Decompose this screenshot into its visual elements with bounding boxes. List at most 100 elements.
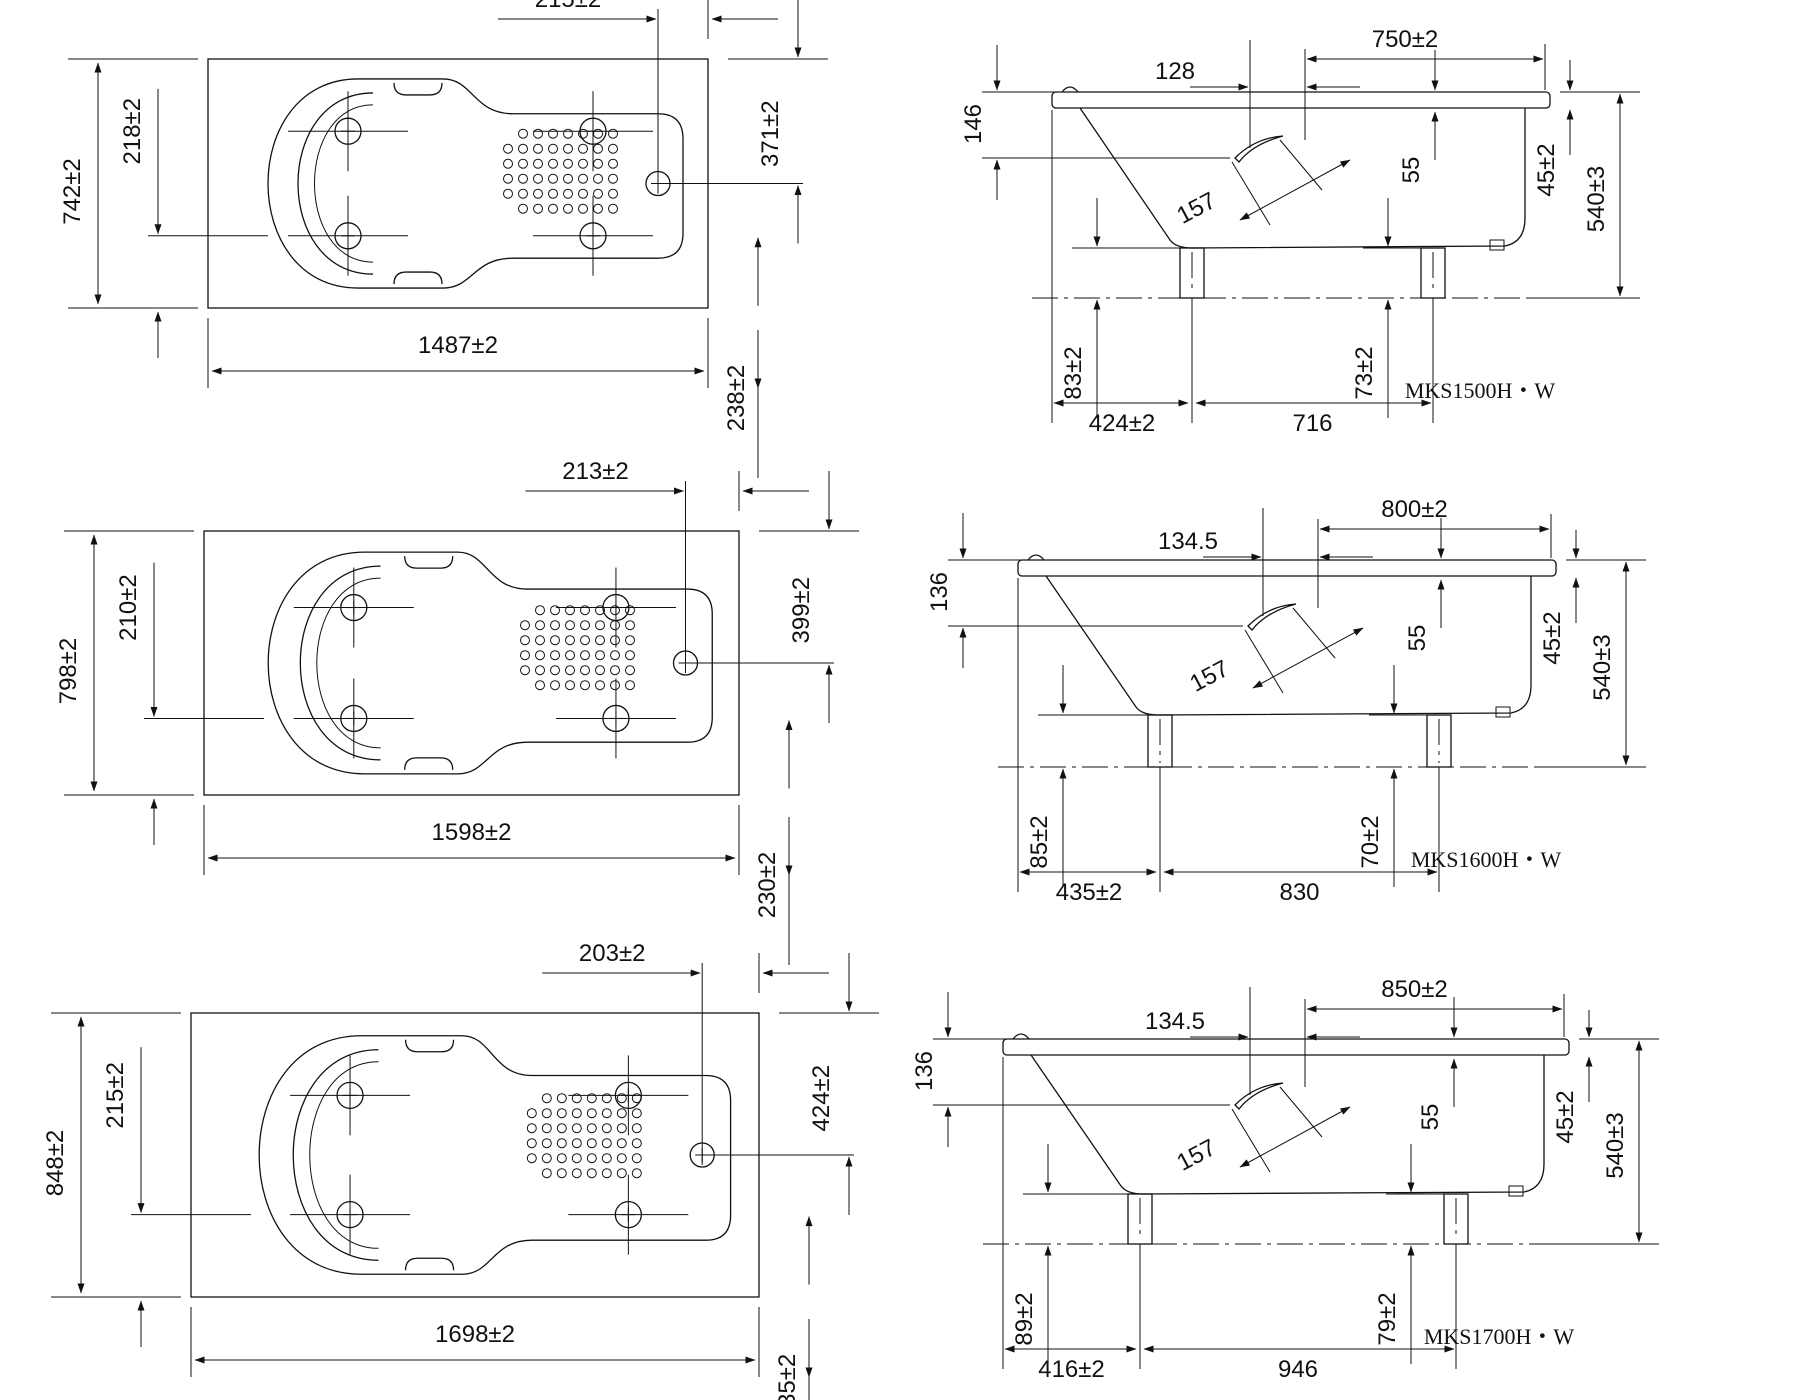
massage-dot xyxy=(541,1138,552,1149)
massage-dot xyxy=(586,1153,597,1164)
basin-outline xyxy=(267,78,684,289)
massage-dot xyxy=(520,665,530,676)
massage-dot xyxy=(541,1153,552,1164)
massage-dot xyxy=(503,158,513,169)
massage-dot xyxy=(593,188,603,199)
massage-dot xyxy=(556,1093,567,1104)
grab-handle-icon xyxy=(404,757,454,770)
massage-dot xyxy=(535,620,545,631)
left-offset-label: 435±2 xyxy=(1056,879,1123,906)
massage-dot xyxy=(571,1153,582,1164)
backrest-inner xyxy=(314,104,374,263)
massage-dot xyxy=(608,143,618,154)
extension-line xyxy=(1244,629,1284,694)
massage-dot xyxy=(595,665,605,676)
lip-label: 45±2 xyxy=(1539,611,1566,664)
drain-fitting xyxy=(1489,239,1505,251)
tub-rim xyxy=(1017,559,1557,577)
legh-label: 83±2 xyxy=(1060,346,1087,399)
massage-dot xyxy=(580,680,590,691)
backrest-inner xyxy=(309,1061,379,1249)
drain-fitting xyxy=(1508,1185,1524,1197)
massage-dot xyxy=(586,1168,597,1179)
massage-dot xyxy=(625,665,635,676)
massage-dot xyxy=(541,1123,552,1134)
tub-outline xyxy=(203,530,740,796)
legh-label: 70±2 xyxy=(1357,815,1384,868)
massage-dot xyxy=(541,1168,552,1179)
mid-label: 215±2 xyxy=(102,1062,129,1129)
massage-dot xyxy=(533,203,543,214)
legspan-label: 946 xyxy=(1278,1356,1318,1383)
tub-rim xyxy=(1051,91,1551,109)
massage-dot xyxy=(595,605,605,616)
seat-profile xyxy=(1234,135,1284,163)
massage-dot xyxy=(526,1153,537,1164)
massage-dot xyxy=(563,158,573,169)
massage-dot xyxy=(533,128,543,139)
massage-dot xyxy=(631,1093,642,1104)
massage-dot xyxy=(595,635,605,646)
massage-dot xyxy=(586,1138,597,1149)
drain-label: 399±2 xyxy=(788,577,815,644)
massage-dot xyxy=(556,1168,567,1179)
diag-arrow xyxy=(1252,627,1364,689)
massage-dot xyxy=(533,188,543,199)
massage-dot xyxy=(593,143,603,154)
massage-dot xyxy=(550,680,560,691)
foot-label: 230±2 xyxy=(754,852,781,919)
massage-dot xyxy=(610,635,620,646)
massage-dot xyxy=(563,203,573,214)
massage-dot xyxy=(556,1138,567,1149)
span-label: 800±2 xyxy=(1381,496,1448,523)
massage-dot xyxy=(565,635,575,646)
drain-label: 371±2 xyxy=(757,100,784,167)
diag-label: 157 xyxy=(1185,655,1233,698)
model-name: MKS1700H・W xyxy=(1424,1324,1575,1349)
massage-dot xyxy=(535,650,545,661)
massage-dot xyxy=(548,173,558,184)
massage-dot xyxy=(548,128,558,139)
massage-dot xyxy=(565,605,575,616)
rimthick-label: 136 xyxy=(911,1051,938,1091)
massage-dot xyxy=(625,635,635,646)
extension-line xyxy=(1279,139,1323,191)
extension-line xyxy=(1292,607,1336,659)
grab-handle-icon xyxy=(393,82,443,96)
mid-label: 218±2 xyxy=(119,98,146,165)
legh-label: 79±2 xyxy=(1374,1292,1401,1345)
massage-dot xyxy=(631,1168,642,1179)
tub-outline xyxy=(190,1012,760,1298)
length-label: 1598±2 xyxy=(432,819,512,846)
span-label: 750±2 xyxy=(1372,26,1439,53)
offset-label: 213±2 xyxy=(562,458,629,485)
massage-dot xyxy=(518,173,528,184)
massage-dot xyxy=(601,1123,612,1134)
massage-dot xyxy=(593,203,603,214)
seat-label: 134.5 xyxy=(1158,528,1218,555)
massage-dot xyxy=(593,173,603,184)
basin-outline xyxy=(267,551,713,775)
overflow-cap xyxy=(1012,1033,1030,1040)
height-label: 540±3 xyxy=(1583,166,1610,233)
lip-label: 45±2 xyxy=(1552,1090,1579,1143)
tub-rim xyxy=(1002,1038,1570,1056)
massage-dot xyxy=(563,128,573,139)
drain-fitting xyxy=(1495,706,1511,718)
offset-label: 215±2 xyxy=(535,0,602,13)
massage-dot xyxy=(578,188,588,199)
massage-dot xyxy=(548,158,558,169)
grab-handle-icon xyxy=(404,1257,455,1271)
height-label: 540±3 xyxy=(1602,1112,1629,1179)
massage-dot xyxy=(563,173,573,184)
lip-label: 45±2 xyxy=(1533,143,1560,196)
massage-dot xyxy=(580,650,590,661)
extension-line xyxy=(1279,1086,1323,1138)
tub-body xyxy=(1030,1054,1545,1195)
legh-label: 85±2 xyxy=(1026,815,1053,868)
massage-dot xyxy=(610,680,620,691)
massage-dot xyxy=(595,680,605,691)
height-label: 540±3 xyxy=(1589,634,1616,701)
